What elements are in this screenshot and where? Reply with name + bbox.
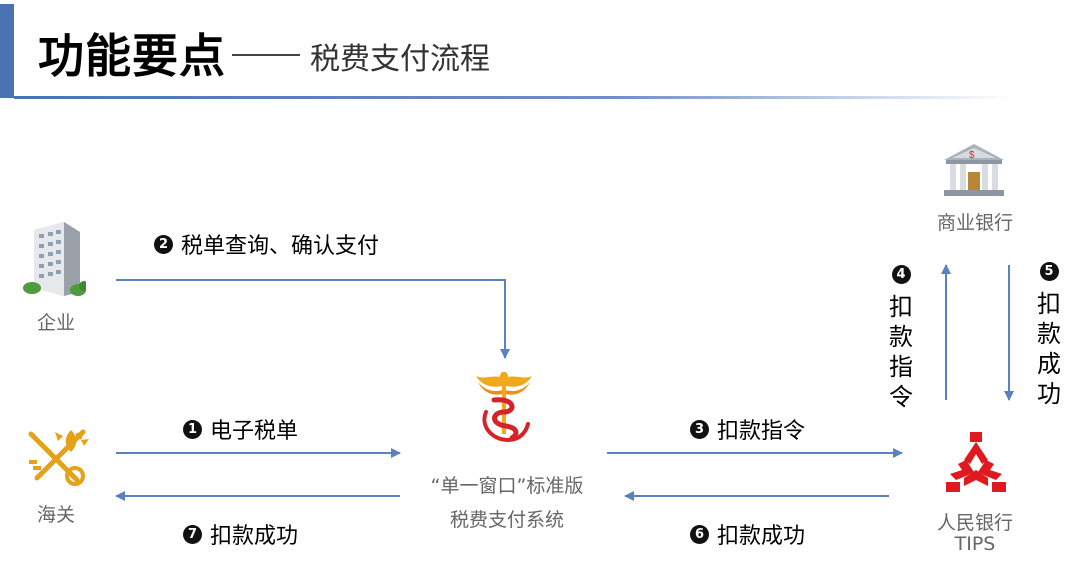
office-building-icon <box>22 222 89 302</box>
step-text: 扣款成功 <box>1037 290 1061 408</box>
step-1-label: 1 电子税单 <box>183 413 298 445</box>
header-accent-bar <box>0 4 14 98</box>
title-separator <box>232 54 300 56</box>
arrow-step-2 <box>116 279 510 359</box>
step-number-badge: 6 <box>690 524 709 544</box>
step-4-label: 4 扣款指令 <box>888 255 914 412</box>
step-text: 扣款指令 <box>717 419 806 444</box>
step-number-badge: 2 <box>154 234 173 254</box>
step-5-label: 5 扣款成功 <box>1036 252 1062 409</box>
customs-emblem-icon <box>25 424 89 492</box>
step-number-badge: 4 <box>891 265 911 284</box>
tax-emblem-icon <box>472 372 536 448</box>
step-text: 扣款成功 <box>717 524 806 549</box>
step-2-label: 2 税单查询、确认支付 <box>154 228 379 260</box>
step-text: 税单查询、确认支付 <box>181 234 380 259</box>
node-system-label-line2: 税费支付系统 <box>449 509 564 531</box>
node-bank-label: 商业银行 <box>936 212 1013 234</box>
step-6-label: 6 扣款成功 <box>690 518 805 550</box>
node-pbc-label-line2: TIPS <box>954 533 996 555</box>
pbc-logo-icon <box>944 430 1008 498</box>
svg-text:$: $ <box>969 150 975 161</box>
node-customs-label: 海关 <box>36 504 75 526</box>
step-number-badge: 3 <box>690 419 709 439</box>
header-underline <box>14 96 1014 99</box>
step-7-label: 7 扣款成功 <box>183 518 298 550</box>
page-subtitle: 税费支付流程 <box>310 42 490 77</box>
page-title: 功能要点 <box>38 29 226 83</box>
slide-header: 功能要点 税费支付流程 <box>0 0 1072 100</box>
step-number-badge: 1 <box>183 419 202 439</box>
node-system-label-line1: “单一窗口”标准版 <box>430 475 584 497</box>
node-pbc-label-line1: 人民银行 <box>936 512 1013 534</box>
node-enterprise-label: 企业 <box>36 312 75 334</box>
step-text: 扣款成功 <box>210 524 299 549</box>
step-text: 电子税单 <box>210 419 299 444</box>
step-number-badge: 7 <box>183 524 202 544</box>
step-3-label: 3 扣款指令 <box>690 413 805 445</box>
step-text: 扣款指令 <box>889 293 913 411</box>
bank-building-icon: $ <box>942 142 1006 202</box>
step-number-badge: 5 <box>1039 262 1059 281</box>
